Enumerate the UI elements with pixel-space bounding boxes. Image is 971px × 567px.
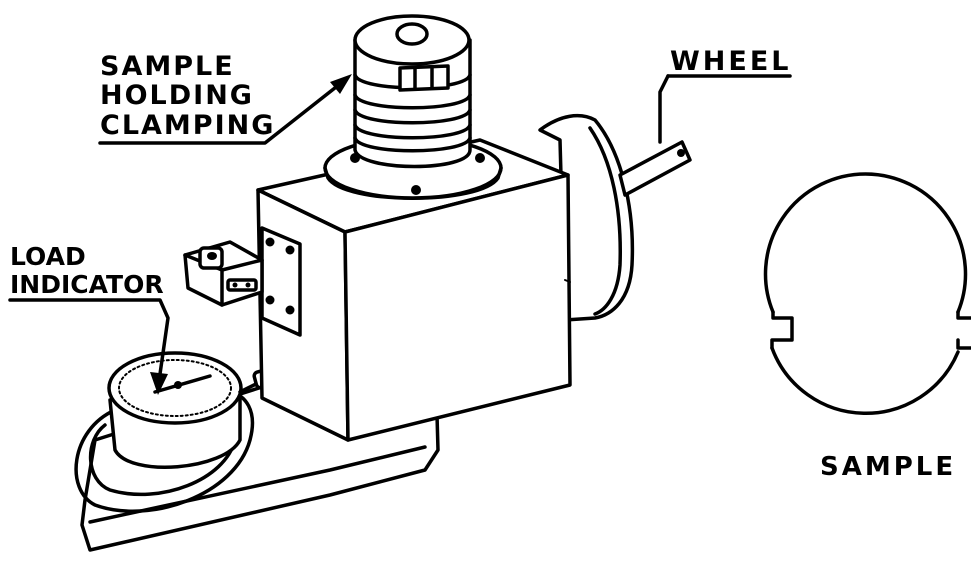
label-wheel: WHEEL xyxy=(670,46,791,77)
mount-plate xyxy=(260,226,302,337)
sample-figure xyxy=(763,172,971,416)
dial-gauge xyxy=(107,351,320,469)
sensor-block xyxy=(183,240,264,307)
labels: SAMPLE HOLDING CLAMPING WHEEL LOAD INDIC… xyxy=(10,46,956,482)
label-sample-holding-3: CLAMPING xyxy=(100,110,275,141)
label-sample-holding-2: HOLDING xyxy=(100,80,254,111)
label-sample-holding-1: SAMPLE xyxy=(100,51,235,82)
label-sample: SAMPLE xyxy=(820,452,956,482)
wheel-flange xyxy=(538,113,635,322)
leader-lines xyxy=(8,74,792,395)
label-load-1: LOAD xyxy=(10,242,86,271)
wheel-shaft xyxy=(618,140,692,197)
label-load-2: INDICATOR xyxy=(10,270,164,299)
indicator-cable xyxy=(74,390,255,513)
sample-clamp xyxy=(323,14,503,200)
